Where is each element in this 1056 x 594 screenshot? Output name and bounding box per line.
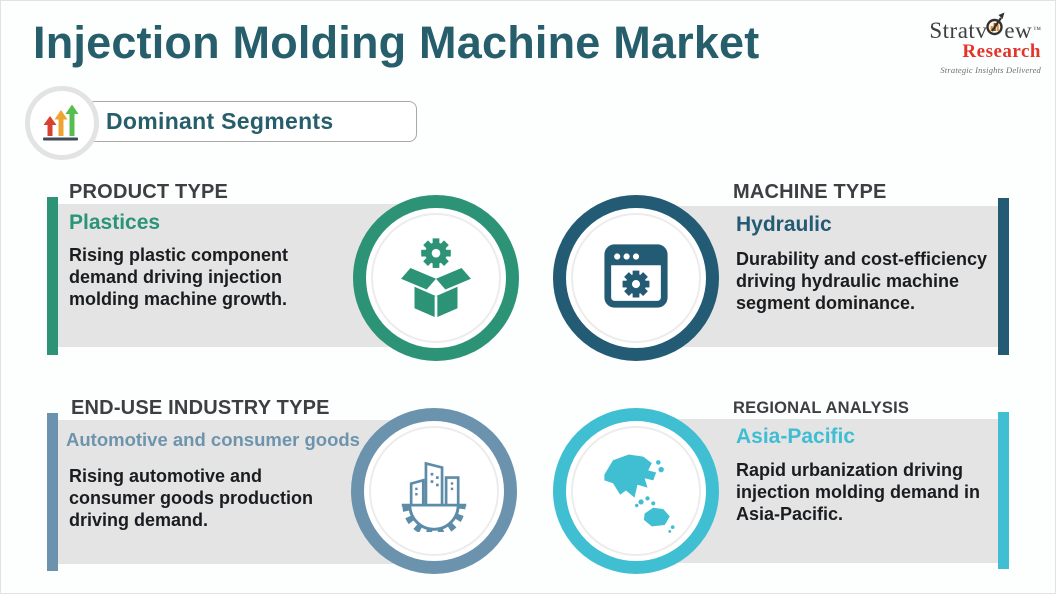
machine-type-subheader: Hydraulic [736,213,832,236]
dominant-segments-badge: Dominant Segments [87,101,417,142]
machine-type-header: MACHINE TYPE [733,181,887,203]
end-use-circle [351,408,517,574]
machine-type-body: Durability and cost-efficiency driving h… [736,249,988,314]
regional-accent-bar [998,412,1009,569]
box-gear-icon [393,233,479,324]
end-use-subheader: Automotive and consumer goods [66,429,360,450]
trademark-symbol: ™ [1033,25,1041,34]
brand-logo: Stratv ew ™ Research Strategic Insights … [925,11,1041,75]
machine-type-accent-bar [998,198,1009,355]
machine-type-circle [553,195,719,361]
industry-buildings-gear-icon [391,446,477,537]
regional-circle [553,408,719,574]
regional-body: Rapid urbanization driving injection mol… [736,460,981,525]
end-use-body: Rising automotive and consumer goods pro… [69,466,314,531]
regional-header: REGIONAL ANALYSIS [733,399,910,417]
magnifier-chart-icon [986,11,1005,42]
regional-subheader: Asia-Pacific [736,425,856,448]
product-type-subheader: Plastices [69,211,161,234]
brand-wordmark: Stratv ew ™ [925,11,1041,42]
asia-pacific-map-icon [590,443,682,540]
brand-tagline: Strategic Insights Delivered [940,64,1041,75]
end-use-accent-bar [47,413,58,571]
window-gear-icon [593,233,679,324]
product-type-header: PRODUCT TYPE [69,181,229,203]
badge-label: Dominant Segments [106,108,334,134]
brand-sub-text: Research [962,41,1041,62]
brand-text-right: ew [1004,18,1033,43]
product-type-body: Rising plastic component demand driving … [69,245,289,310]
end-use-header: END-USE INDUSTRY TYPE [71,397,330,419]
product-type-circle [353,195,519,361]
brand-text-left: Stratv [929,18,988,43]
page-title: Injection Molding Machine Market [33,17,760,68]
product-type-accent-bar [47,197,58,355]
growth-arrows-icon [25,86,99,160]
